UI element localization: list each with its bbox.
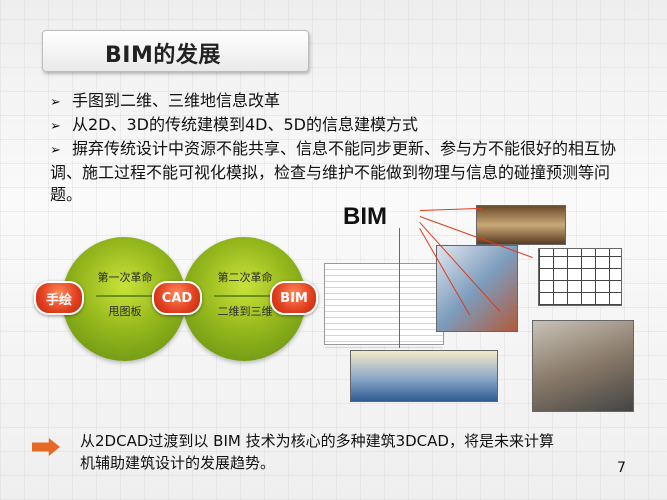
- bullet-text: 从2D、3D的传统建模到4D、5D的信息建模方式: [72, 115, 419, 134]
- bim-heading: BIM: [343, 203, 387, 230]
- title-box: BIM的发展: [42, 30, 309, 72]
- interior-render-image: [476, 205, 566, 245]
- page-number: 7: [617, 460, 626, 476]
- bullet-item: ➢ 手图到二维、三维地信息改革: [50, 90, 620, 114]
- bullet-text: 手图到二维、三维地信息改革: [72, 91, 281, 110]
- footer-text: 从2DCAD过渡到以 BIM 技术为核心的多种建筑3DCAD，将是未来计算机辅助…: [80, 432, 554, 472]
- phase1-top-label: 第一次革命: [97, 271, 153, 284]
- bullet-item: ➢摒弃传统设计中资源不能共享、信息不能同步更新、参与方不能很好的相互协调、施工过…: [50, 138, 620, 206]
- bullet-arrow-icon: ➢: [50, 119, 61, 134]
- node-handdraw: 手绘: [34, 281, 84, 315]
- slide-title: BIM的发展: [105, 43, 221, 68]
- exterior-render-image: [532, 320, 634, 412]
- phase2-arrow: [214, 295, 276, 297]
- bullet-arrow-icon: ➢: [50, 95, 61, 110]
- plan-drawing-image: [538, 248, 622, 306]
- schedule-sheet-image: [324, 263, 444, 348]
- bullet-arrow-icon: ➢: [50, 143, 61, 158]
- evolution-diagram: 第一次革命 甩图板 第二次革命 二维到三维 手绘 CAD BIM: [34, 223, 334, 378]
- phase1-arrow: [96, 295, 158, 297]
- footer-arrow-icon: [32, 438, 60, 456]
- leader-line: [420, 207, 482, 211]
- phase1-bottom-label: 甩图板: [108, 305, 142, 318]
- bullet-item: ➢ 从2D、3D的传统建模到4D、5D的信息建模方式: [50, 114, 620, 138]
- node-bim: BIM: [270, 281, 318, 315]
- bim-collage: [320, 200, 640, 415]
- phase2-top-label: 第二次革命: [217, 271, 273, 284]
- leader-line: [399, 228, 400, 348]
- building-elevation-image: [350, 350, 498, 402]
- section-model-image: [436, 245, 518, 332]
- node-cad: CAD: [152, 281, 202, 315]
- bullet-text: 摒弃传统设计中资源不能共享、信息不能同步更新、参与方不能很好的相互协调、施工过程…: [50, 139, 617, 204]
- bullet-list: ➢ 手图到二维、三维地信息改革 ➢ 从2D、3D的传统建模到4D、5D的信息建模方式…: [50, 90, 620, 206]
- phase2-bottom-label: 二维到三维: [217, 305, 273, 318]
